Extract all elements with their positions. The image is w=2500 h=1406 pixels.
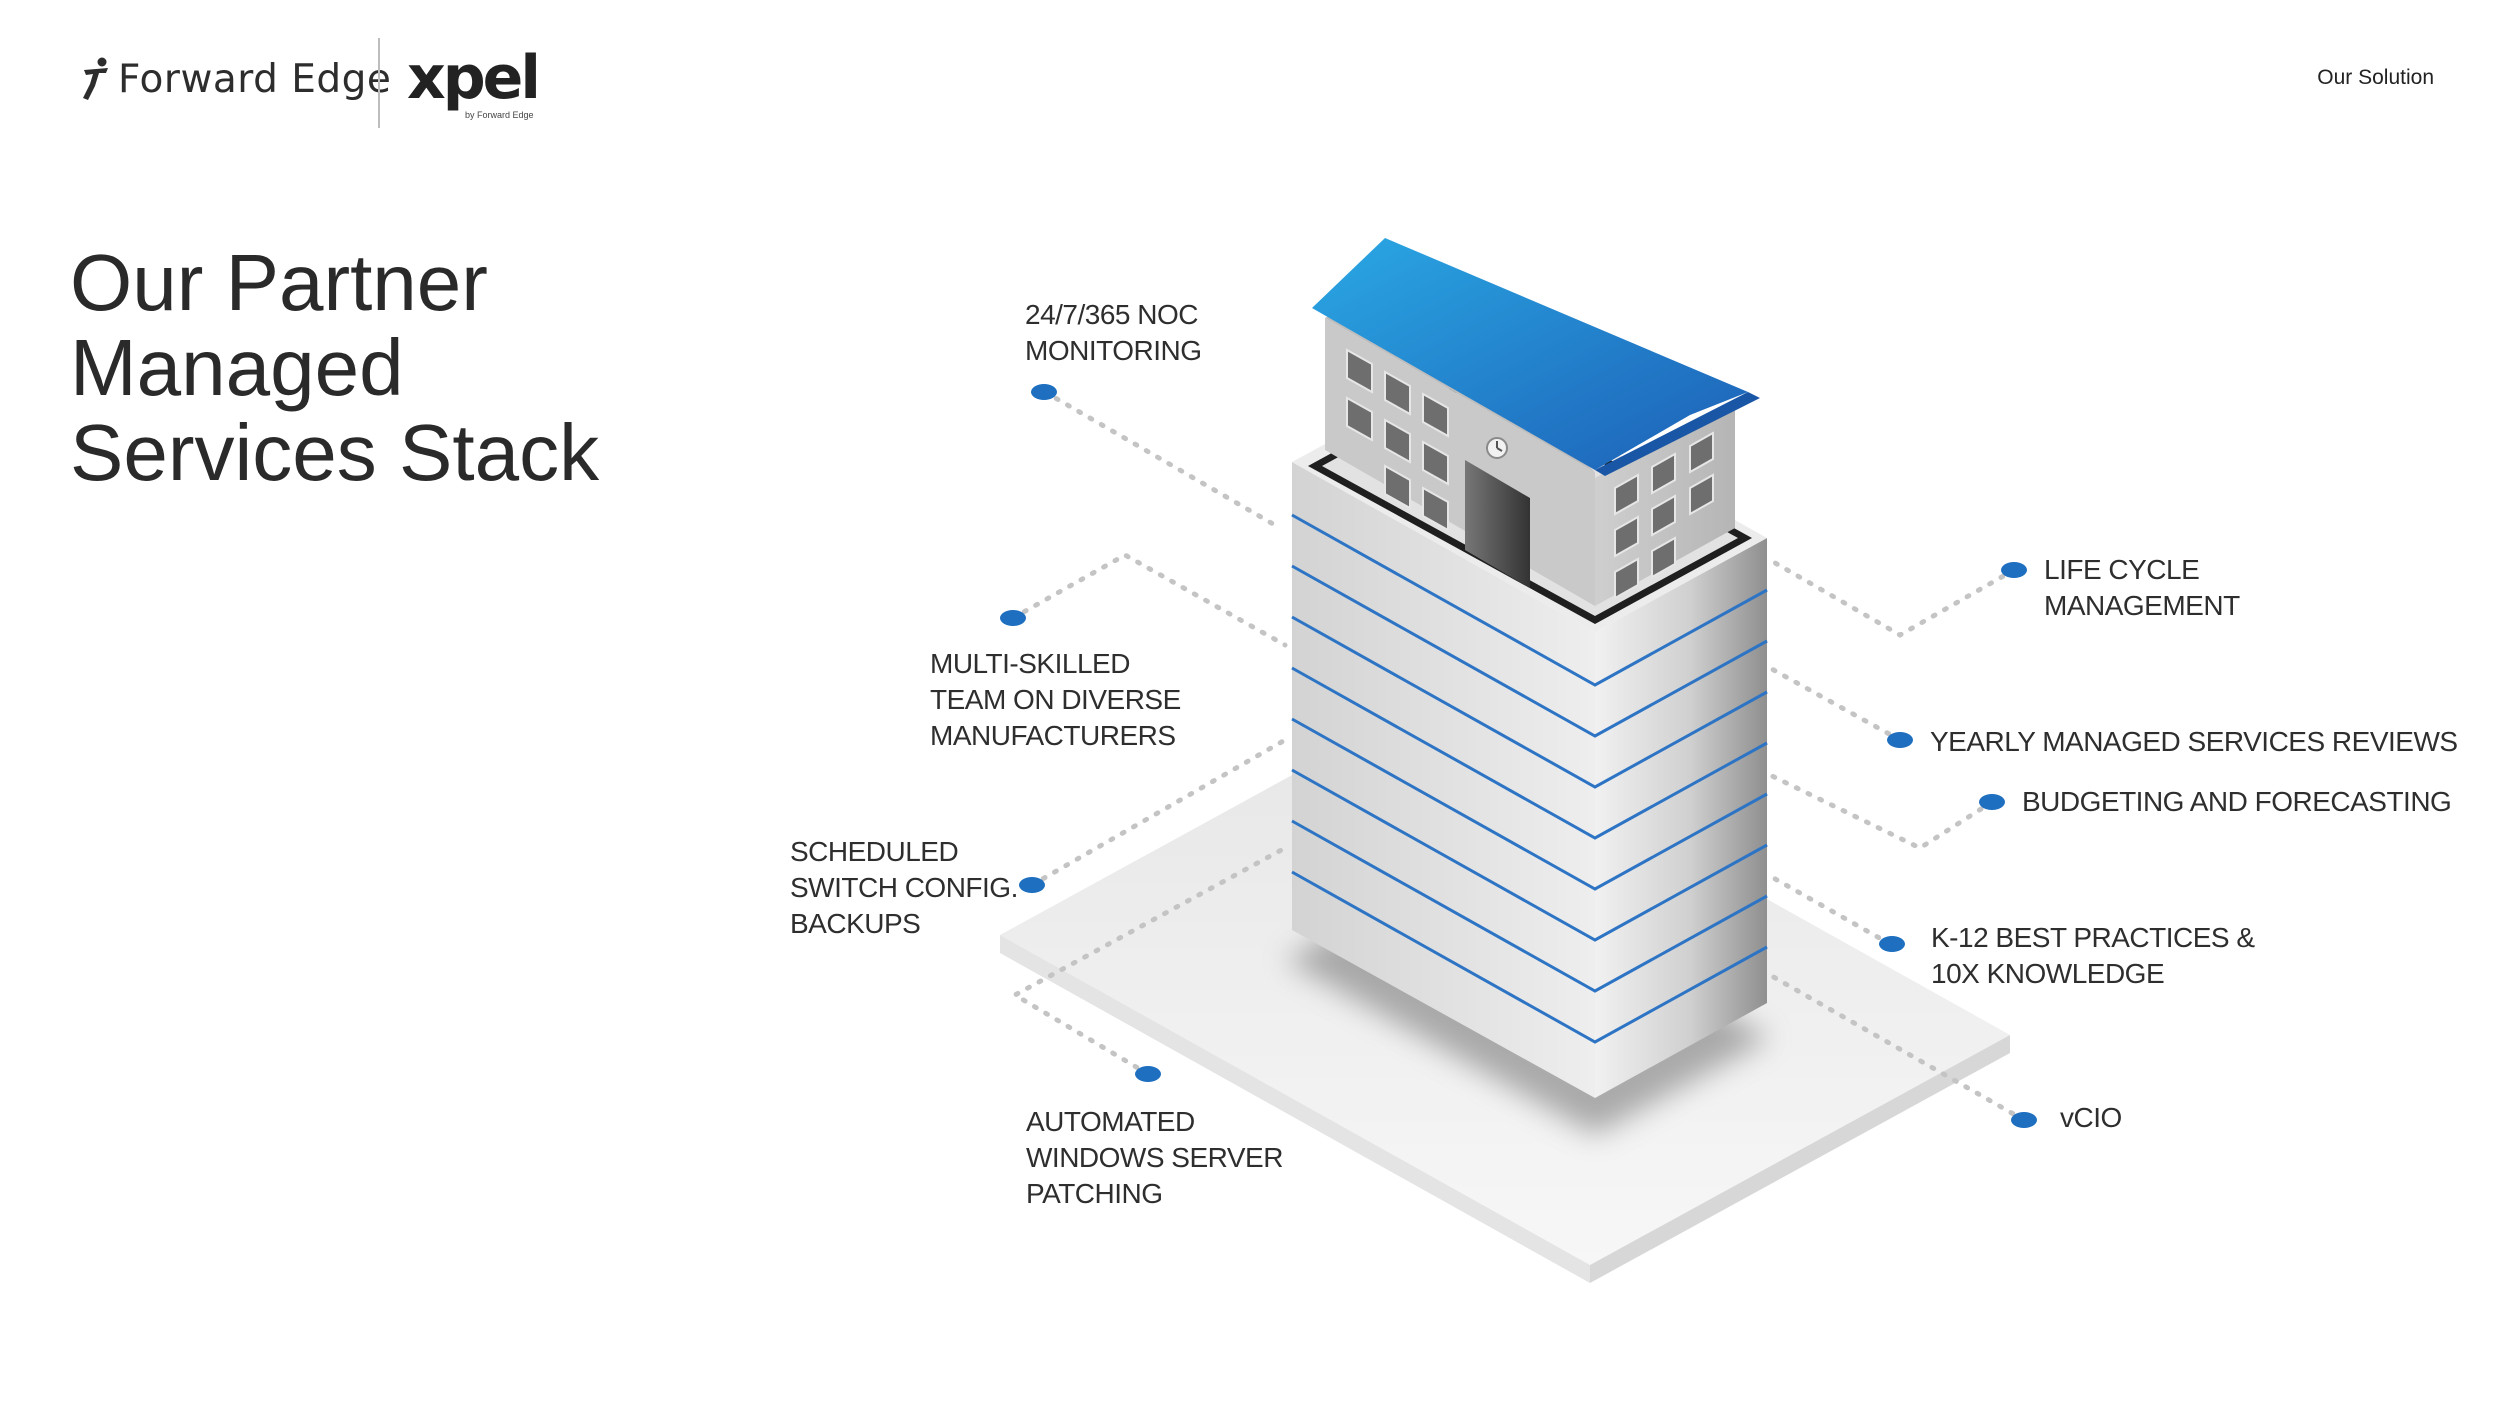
callout-line: PATCHING: [1026, 1178, 1163, 1209]
callout-line: BUDGETING AND FORECASTING: [2022, 786, 2452, 817]
xpel-tagline: by Forward Edge: [465, 110, 534, 120]
dot-backups: [1019, 877, 1045, 893]
forward-edge-logo[interactable]: Forward Edge: [80, 56, 391, 102]
tower-left-face: [1292, 462, 1595, 1098]
dot-vcio: [2011, 1112, 2037, 1128]
callout-line: BACKUPS: [790, 908, 921, 939]
logo-divider: [378, 38, 380, 128]
roof-left-plane: [1312, 238, 1748, 470]
callout-line: SWITCH CONFIG.: [790, 872, 1018, 903]
connector-backups: [1029, 737, 1288, 888]
connector-lifecycle: [1767, 557, 2017, 638]
school-building: [1312, 238, 1760, 606]
connector-reviews: [1767, 665, 1903, 743]
connector-budgeting: [1767, 772, 1995, 851]
page-title-line-3: Services Stack: [70, 408, 600, 497]
connector-patching: [1009, 845, 1288, 1077]
callout-line: SCHEDULED: [790, 836, 959, 867]
callout-line: YEARLY MANAGED SERVICES REVIEWS: [1930, 726, 2458, 757]
connector-vcio: [1767, 972, 2027, 1123]
dot-reviews: [1887, 732, 1913, 748]
callout-k12-practices: K-12 BEST PRACTICES & 10X KNOWLEDGE: [1931, 920, 2255, 992]
callout-switch-backups: SCHEDULED SWITCH CONFIG. BACKUPS: [790, 834, 1018, 942]
connector-lines: [1009, 389, 2027, 1123]
xpel-wordmark: xpel: [407, 43, 541, 113]
callout-line: MONITORING: [1025, 335, 1202, 366]
dot-team: [1000, 610, 1026, 626]
tower-stripes: [1291, 513, 1768, 1044]
page-title-line-1: Our Partner: [70, 238, 488, 327]
callout-line: MULTI-SKILLED: [930, 648, 1130, 679]
callout-line: MANAGEMENT: [2044, 590, 2240, 621]
callout-line: 24/7/365 NOC: [1025, 299, 1199, 330]
connector-team: [1010, 552, 1288, 648]
callout-line: MANUFACTURERS: [930, 720, 1176, 751]
callout-server-patching: AUTOMATED WINDOWS SERVER PATCHING: [1026, 1104, 1283, 1212]
section-label: Our Solution: [2317, 66, 2434, 89]
callout-noc-monitoring: 24/7/365 NOC MONITORING: [1025, 297, 1202, 369]
xpel-logo[interactable]: xpel by Forward Edge: [407, 43, 541, 120]
header-logos: Forward Edge xpel by Forward Edge: [80, 38, 640, 130]
connector-k12: [1767, 873, 1893, 947]
dot-lifecycle: [2001, 562, 2027, 578]
connector-noc: [1042, 389, 1283, 531]
house-windows: [1346, 348, 1714, 600]
callout-line: vCIO: [2060, 1102, 2122, 1133]
callout-line: AUTOMATED: [1026, 1106, 1195, 1137]
dot-patching: [1135, 1066, 1161, 1082]
tower-right-face: [1595, 538, 1767, 1098]
forward-edge-wordmark: Forward Edge: [118, 56, 392, 102]
callout-line: WINDOWS SERVER: [1026, 1142, 1283, 1173]
page-title-line-2: Managed: [70, 323, 404, 412]
callout-line: LIFE CYCLE: [2044, 554, 2200, 585]
callout-multi-skilled-team: MULTI-SKILLED TEAM ON DIVERSE MANUFACTUR…: [930, 646, 1181, 754]
house-door: [1465, 460, 1530, 588]
page-title: Our Partner Managed Services Stack: [70, 240, 599, 495]
callout-line: K-12 BEST PRACTICES &: [1931, 922, 2255, 953]
callout-yearly-reviews: YEARLY MANAGED SERVICES REVIEWS: [1930, 724, 2458, 760]
dot-budgeting: [1979, 794, 2005, 810]
running-figure-icon: [83, 57, 108, 100]
callout-dots: [1000, 384, 2037, 1128]
callout-life-cycle: LIFE CYCLE MANAGEMENT: [2044, 552, 2240, 624]
callout-line: TEAM ON DIVERSE: [930, 684, 1181, 715]
dot-k12: [1879, 936, 1905, 952]
roof-right-plane: [1595, 392, 1760, 476]
callout-budgeting: BUDGETING AND FORECASTING: [2022, 784, 2452, 820]
callout-line: 10X KNOWLEDGE: [1931, 958, 2165, 989]
callout-vcio: vCIO: [2060, 1100, 2122, 1136]
dot-noc: [1031, 384, 1057, 400]
